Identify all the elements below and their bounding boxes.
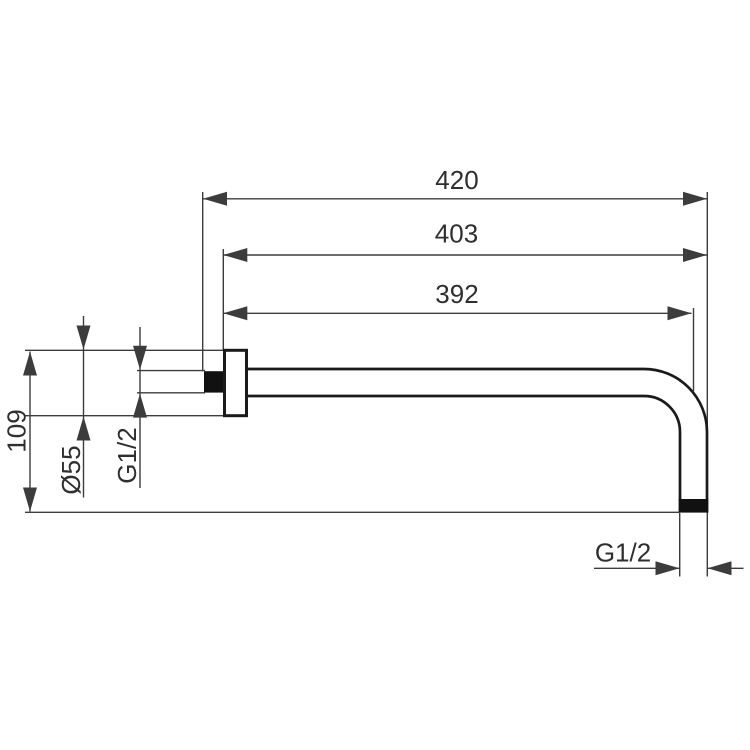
label-403: 403 <box>435 219 478 249</box>
arrowhead <box>133 393 147 418</box>
dimension-labels: 420 403 392 109 Ø55 G1/2 G1/2 <box>2 165 652 568</box>
wall-thread <box>204 371 225 393</box>
arrowhead <box>23 351 37 376</box>
arrowhead <box>76 325 91 350</box>
label-wall-thread: G1/2 <box>112 427 142 483</box>
dimension-arrowheads <box>23 191 732 576</box>
label-flange-diameter: Ø55 <box>56 445 86 494</box>
shower-arm-part <box>204 348 709 513</box>
arrowhead <box>683 248 707 262</box>
wall-flange <box>223 348 248 418</box>
arrowhead <box>707 561 732 576</box>
label-420: 420 <box>435 165 478 195</box>
arrowhead <box>683 191 707 206</box>
arm-tube-outer-edge <box>246 367 709 500</box>
arrowhead <box>667 306 692 321</box>
reference-lines <box>25 192 708 577</box>
arrowhead <box>655 561 680 576</box>
label-109: 109 <box>2 409 32 452</box>
arrowhead <box>23 487 37 512</box>
arrowhead <box>76 416 91 441</box>
arrowhead <box>133 345 147 370</box>
arm-tube-inner-edge <box>246 394 682 500</box>
arrowhead <box>223 248 248 262</box>
label-outlet-thread: G1/2 <box>595 538 651 568</box>
outlet-thread <box>678 499 709 513</box>
label-392: 392 <box>435 279 478 309</box>
arrowhead <box>203 191 227 206</box>
arrowhead <box>223 306 248 321</box>
